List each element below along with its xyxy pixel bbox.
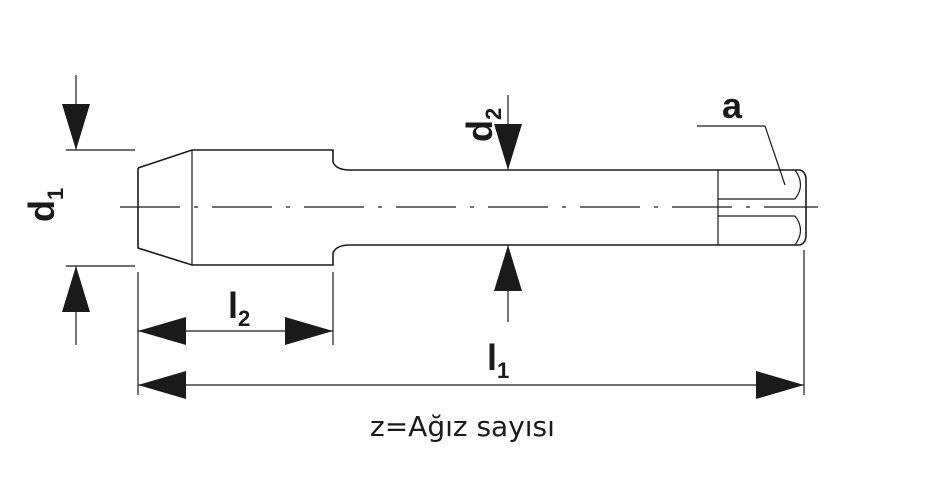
d2-dimension: d2 — [459, 95, 522, 322]
d2-arrow-top — [494, 124, 522, 170]
d2-label: d2 — [459, 108, 506, 142]
d2-arrow-bottom — [494, 245, 522, 291]
l1-arrow-right — [756, 371, 804, 399]
d2-subscript: 2 — [481, 108, 506, 120]
d1-dimension: d1 — [21, 75, 135, 345]
d1-subscript: 1 — [43, 188, 68, 200]
l1-dimension: l1 — [138, 250, 805, 399]
l1-label: l1 — [487, 337, 509, 383]
l2-arrow-left — [138, 317, 186, 345]
l2-dimension: l2 — [137, 272, 334, 395]
l1-subscript: 1 — [497, 358, 509, 383]
a-label: a — [722, 85, 743, 126]
l2-arrow-right — [285, 317, 333, 345]
d1-arrow-top — [62, 104, 90, 150]
tap-outline — [137, 149, 807, 266]
d1-arrow-bottom — [62, 266, 90, 312]
l2-label: l2 — [228, 285, 250, 331]
d1-label: d1 — [21, 188, 68, 222]
flute-count-caption: z=Ağız sayısı — [370, 410, 555, 443]
a-leader: a — [697, 85, 786, 186]
l2-subscript: 2 — [238, 306, 250, 331]
l1-arrow-left — [138, 371, 186, 399]
